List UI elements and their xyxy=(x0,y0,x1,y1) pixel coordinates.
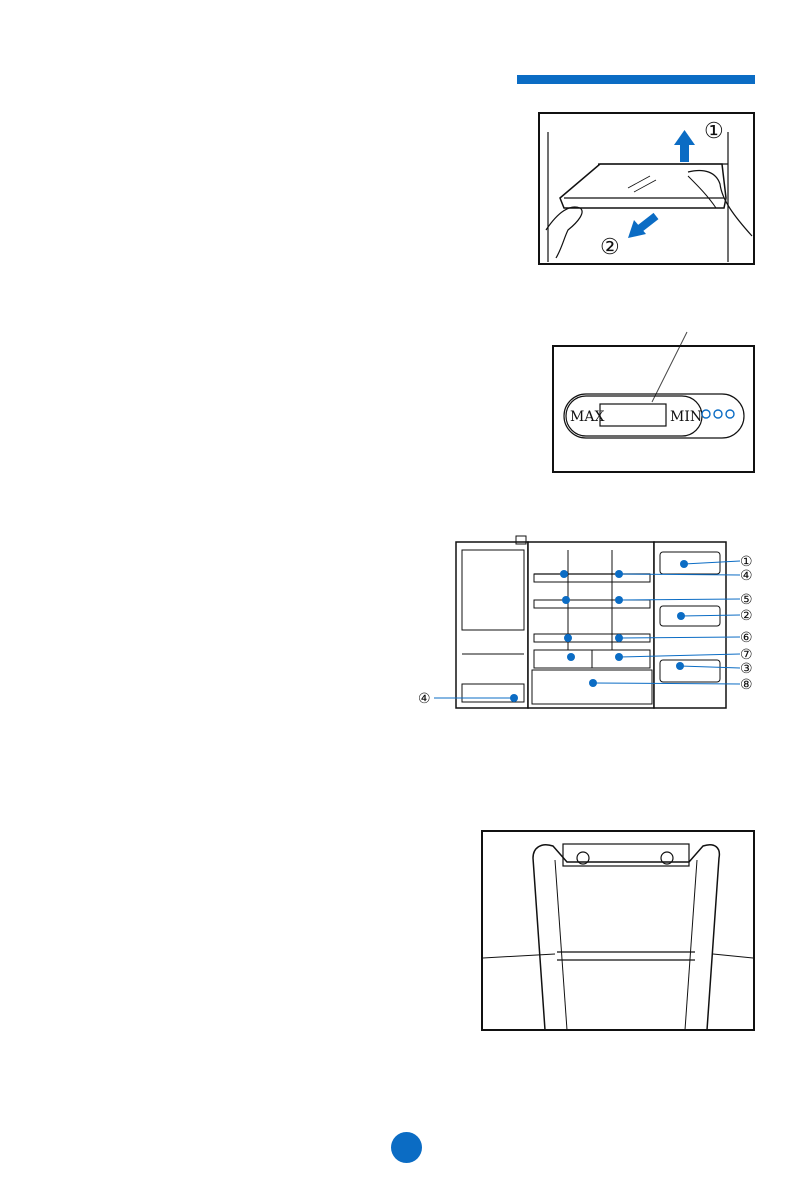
callout-4-left: ④ xyxy=(418,691,431,707)
page-number-badge xyxy=(391,1132,422,1163)
callout-4-right: ④ xyxy=(740,568,753,584)
callout-8: ⑧ xyxy=(740,677,753,693)
humidity-control-figure: MAX MIN xyxy=(552,330,755,473)
step-1-label: ① xyxy=(704,119,724,144)
light-cover-figure xyxy=(481,830,755,1031)
section-header-bar xyxy=(517,75,755,84)
fridge-parts-figure: ① ④ ⑤ ② ⑥ ⑦ ③ ⑧ ④ xyxy=(418,530,758,716)
max-label: MAX xyxy=(570,409,604,425)
shelf-removal-figure: ① ② xyxy=(538,112,755,265)
callout-6: ⑥ xyxy=(740,630,753,646)
min-label: MIN xyxy=(670,409,702,425)
callout-2: ② xyxy=(740,608,753,624)
callout-5: ⑤ xyxy=(740,592,753,608)
step-2-label: ② xyxy=(600,235,620,260)
callout-3: ③ xyxy=(740,661,753,677)
